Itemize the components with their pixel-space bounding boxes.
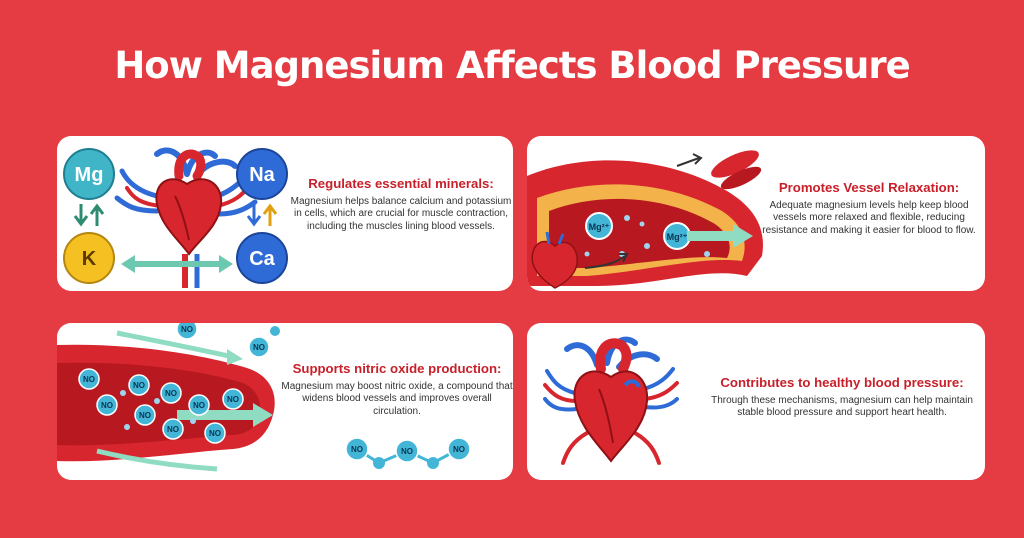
ca-icon: Ca xyxy=(236,232,288,284)
flow-arrow-icon xyxy=(96,330,273,472)
svg-text:NO: NO xyxy=(209,429,221,438)
card-nitric-oxide: NO NO NO NO NO NO NO NO NO NO NO NO NO N… xyxy=(57,323,513,480)
heart-icon xyxy=(114,147,258,288)
card-body: Magnesium helps balance calcium and pota… xyxy=(290,196,512,232)
na-icon: Na xyxy=(236,148,288,200)
no-molecule-icon: NO NO NO NO NO NO NO NO NO NO NO xyxy=(78,323,280,444)
card-text: Regulates essential minerals: Magnesium … xyxy=(289,176,513,233)
card-body: Adequate magnesium levels help keep bloo… xyxy=(762,200,976,236)
svg-text:NO: NO xyxy=(253,343,265,352)
svg-text:NO: NO xyxy=(227,395,239,404)
minerals-illustration: Mg K Na Ca xyxy=(63,147,288,288)
mg-ion-icon: Mg²⁺ xyxy=(663,222,691,250)
card-heading: Supports nitric oxide production: xyxy=(292,361,502,376)
svg-text:NO: NO xyxy=(193,401,205,410)
svg-text:NO: NO xyxy=(453,445,465,454)
svg-text:NO: NO xyxy=(139,411,151,420)
card-vessel-relaxation: Mg²⁺ Mg²⁺ Promotes Vessel Relaxation: Ad… xyxy=(527,136,985,291)
svg-text:Mg²⁺: Mg²⁺ xyxy=(667,232,688,242)
svg-text:Na: Na xyxy=(249,164,275,186)
card-heading: Promotes Vessel Relaxation: xyxy=(778,180,960,195)
vessel-relaxation-illustration: Mg²⁺ Mg²⁺ xyxy=(527,150,763,289)
nitric-oxide-illustration: NO NO NO NO NO NO NO NO NO NO NO xyxy=(57,323,280,472)
svg-text:NO: NO xyxy=(351,445,363,454)
svg-text:NO: NO xyxy=(167,425,179,434)
svg-text:NO: NO xyxy=(401,447,413,456)
heart-icon xyxy=(531,231,629,289)
card-heading: Regulates essential minerals: xyxy=(308,176,494,191)
svg-text:Ca: Ca xyxy=(249,248,275,270)
muscle-fiber-icon xyxy=(676,150,762,190)
card-body: Through these mechanisms, magnesium can … xyxy=(711,395,973,419)
svg-text:NO: NO xyxy=(181,325,193,334)
k-icon: K xyxy=(63,232,115,284)
card-body: Magnesium may boost nitric oxide, a comp… xyxy=(281,381,513,417)
card-text: Promotes Vessel Relaxation: Adequate mag… xyxy=(755,180,983,237)
svg-text:NO: NO xyxy=(83,375,95,384)
flow-arrow-icon xyxy=(687,224,753,248)
svg-text:Mg²⁺: Mg²⁺ xyxy=(589,222,610,232)
mg-icon: Mg xyxy=(63,148,115,200)
card-regulates-minerals: Mg K Na Ca Regulates essential minerals: xyxy=(57,136,513,291)
svg-text:NO: NO xyxy=(101,401,113,410)
card-text: Contributes to healthy blood pressure: T… xyxy=(697,375,985,420)
svg-text:Mg: Mg xyxy=(75,164,104,186)
heart-illustration xyxy=(543,336,679,465)
heart-icon xyxy=(543,336,679,465)
svg-text:NO: NO xyxy=(133,381,145,390)
svg-text:K: K xyxy=(82,248,97,270)
card-text: Supports nitric oxide production: Magnes… xyxy=(281,361,513,418)
card-healthy-blood-pressure: Contributes to healthy blood pressure: T… xyxy=(527,323,985,480)
mg-ion-icon: Mg²⁺ xyxy=(585,212,613,240)
page-title: How Magnesium Affects Blood Pressure xyxy=(114,44,910,87)
svg-text:NO: NO xyxy=(165,389,177,398)
card-heading: Contributes to healthy blood pressure: xyxy=(720,375,964,390)
no-molecule-chain-icon: NO NO NO xyxy=(345,437,471,469)
